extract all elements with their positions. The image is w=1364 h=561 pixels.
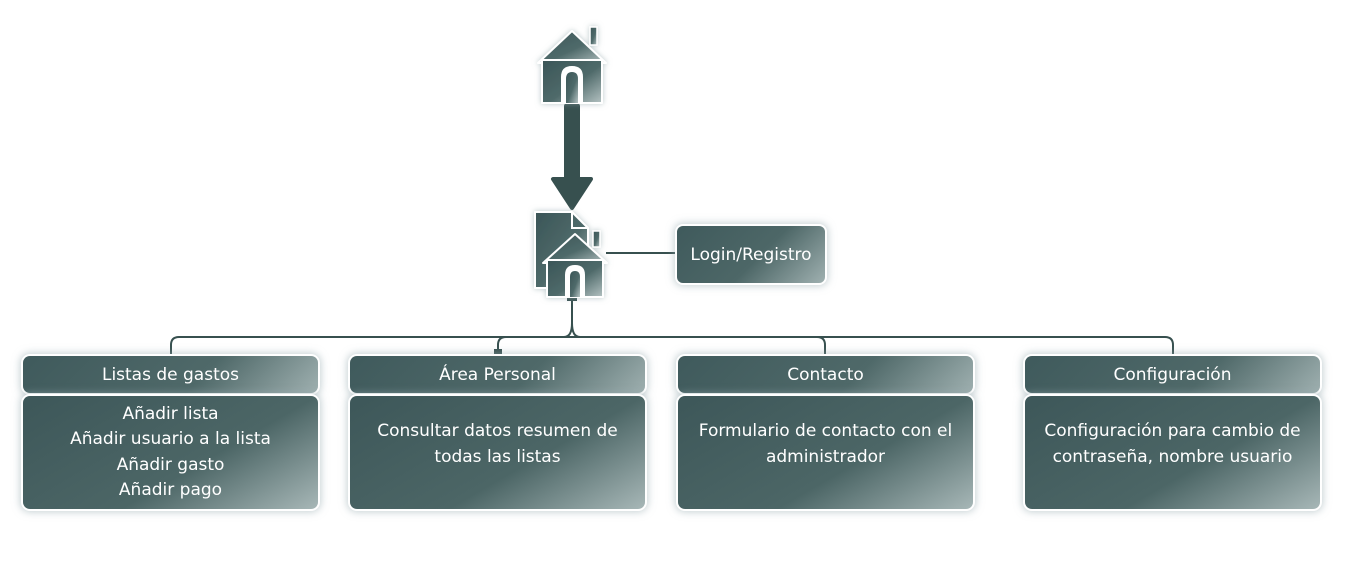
section-line: contraseña, nombre usuario bbox=[1052, 446, 1293, 467]
section-card-area-personal: Área Personal Consultar datos resumen de… bbox=[350, 356, 645, 509]
section-body: Consultar datos resumen de todas las lis… bbox=[350, 396, 645, 509]
section-line: Formulario de contacto con el bbox=[698, 421, 953, 441]
house-icon bbox=[537, 26, 607, 104]
login-register-node: Login/Registro bbox=[677, 226, 825, 283]
section-header: Área Personal bbox=[350, 356, 645, 393]
branch-tick bbox=[494, 349, 502, 357]
document-house-icon bbox=[534, 211, 608, 298]
section-line: Añadir gasto bbox=[116, 454, 225, 475]
branch-connector bbox=[170, 336, 1174, 356]
section-header: Listas de gastos bbox=[23, 356, 318, 393]
section-line: Añadir usuario a la lista bbox=[70, 429, 271, 449]
section-card-configuracion: Configuración Configuración para cambio … bbox=[1025, 356, 1320, 509]
section-line: todas las listas bbox=[434, 446, 561, 467]
login-register-label: Login/Registro bbox=[690, 244, 812, 265]
section-card-contacto: Contacto Formulario de contacto con el a… bbox=[678, 356, 973, 509]
section-header: Configuración bbox=[1025, 356, 1320, 393]
house-icon bbox=[542, 230, 608, 298]
section-header: Contacto bbox=[678, 356, 973, 393]
section-line: administrador bbox=[765, 446, 886, 467]
section-card-listas-de-gastos: Listas de gastos Añadir lista Añadir usu… bbox=[23, 356, 318, 509]
section-title: Listas de gastos bbox=[101, 364, 240, 385]
section-title: Configuración bbox=[1113, 364, 1232, 385]
section-line: Añadir pago bbox=[118, 480, 223, 500]
branch-connector-inner bbox=[497, 322, 826, 356]
section-line: Consultar datos resumen de bbox=[377, 421, 618, 441]
section-line: Añadir lista bbox=[122, 403, 219, 424]
section-title: Contacto bbox=[787, 364, 864, 385]
tree-connectors bbox=[170, 252, 1174, 356]
section-body: Configuración para cambio de contraseña,… bbox=[1025, 396, 1320, 509]
section-title: Área Personal bbox=[439, 364, 556, 385]
arrow-down-icon bbox=[551, 103, 593, 210]
section-body: Añadir lista Añadir usuario a la lista A… bbox=[23, 396, 318, 509]
section-line: Configuración para cambio de bbox=[1044, 421, 1301, 441]
section-body: Formulario de contacto con el administra… bbox=[678, 396, 973, 509]
